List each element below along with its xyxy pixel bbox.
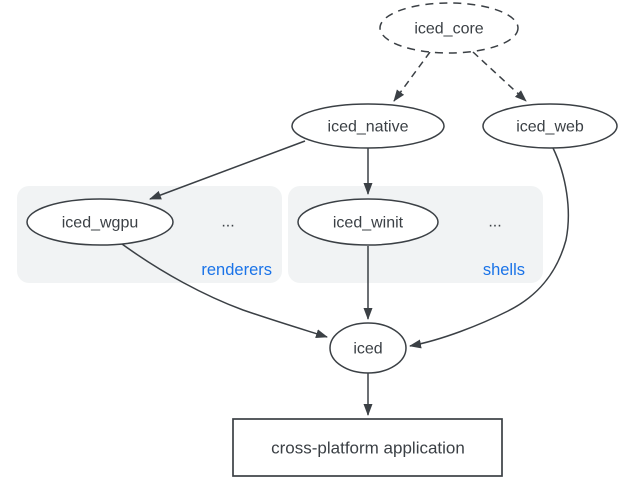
node-iced-winit-label: iced_winit xyxy=(333,215,404,232)
shells-ellipsis: ... xyxy=(488,214,501,231)
node-iced-web xyxy=(482,103,618,149)
edge-wgpu-to-iced xyxy=(121,243,328,338)
edge-native-to-wgpu xyxy=(149,140,306,200)
node-iced-wgpu-label: iced_wgpu xyxy=(62,215,139,232)
node-iced-label: iced xyxy=(353,341,382,358)
renderers-ellipsis: ... xyxy=(221,214,234,231)
node-iced-core xyxy=(379,2,519,54)
node-iced-web-label: iced_web xyxy=(516,119,584,136)
node-iced-native-label: iced_native xyxy=(328,119,409,136)
node-iced-native xyxy=(291,103,445,149)
node-iced-core-label: iced_core xyxy=(414,21,483,38)
node-iced-wgpu xyxy=(26,198,174,246)
edge-core-to-web xyxy=(472,51,527,102)
edge-web-to-iced xyxy=(409,147,570,349)
node-iced xyxy=(329,322,407,374)
node-cross-platform-application xyxy=(232,418,503,477)
shells-group-label: shells xyxy=(483,261,525,279)
node-iced-winit xyxy=(297,198,439,246)
node-cross-platform-application-label: cross-platform application xyxy=(271,439,465,458)
renderers-group-label: renderers xyxy=(201,261,272,279)
edge-core-to-native xyxy=(393,51,431,102)
